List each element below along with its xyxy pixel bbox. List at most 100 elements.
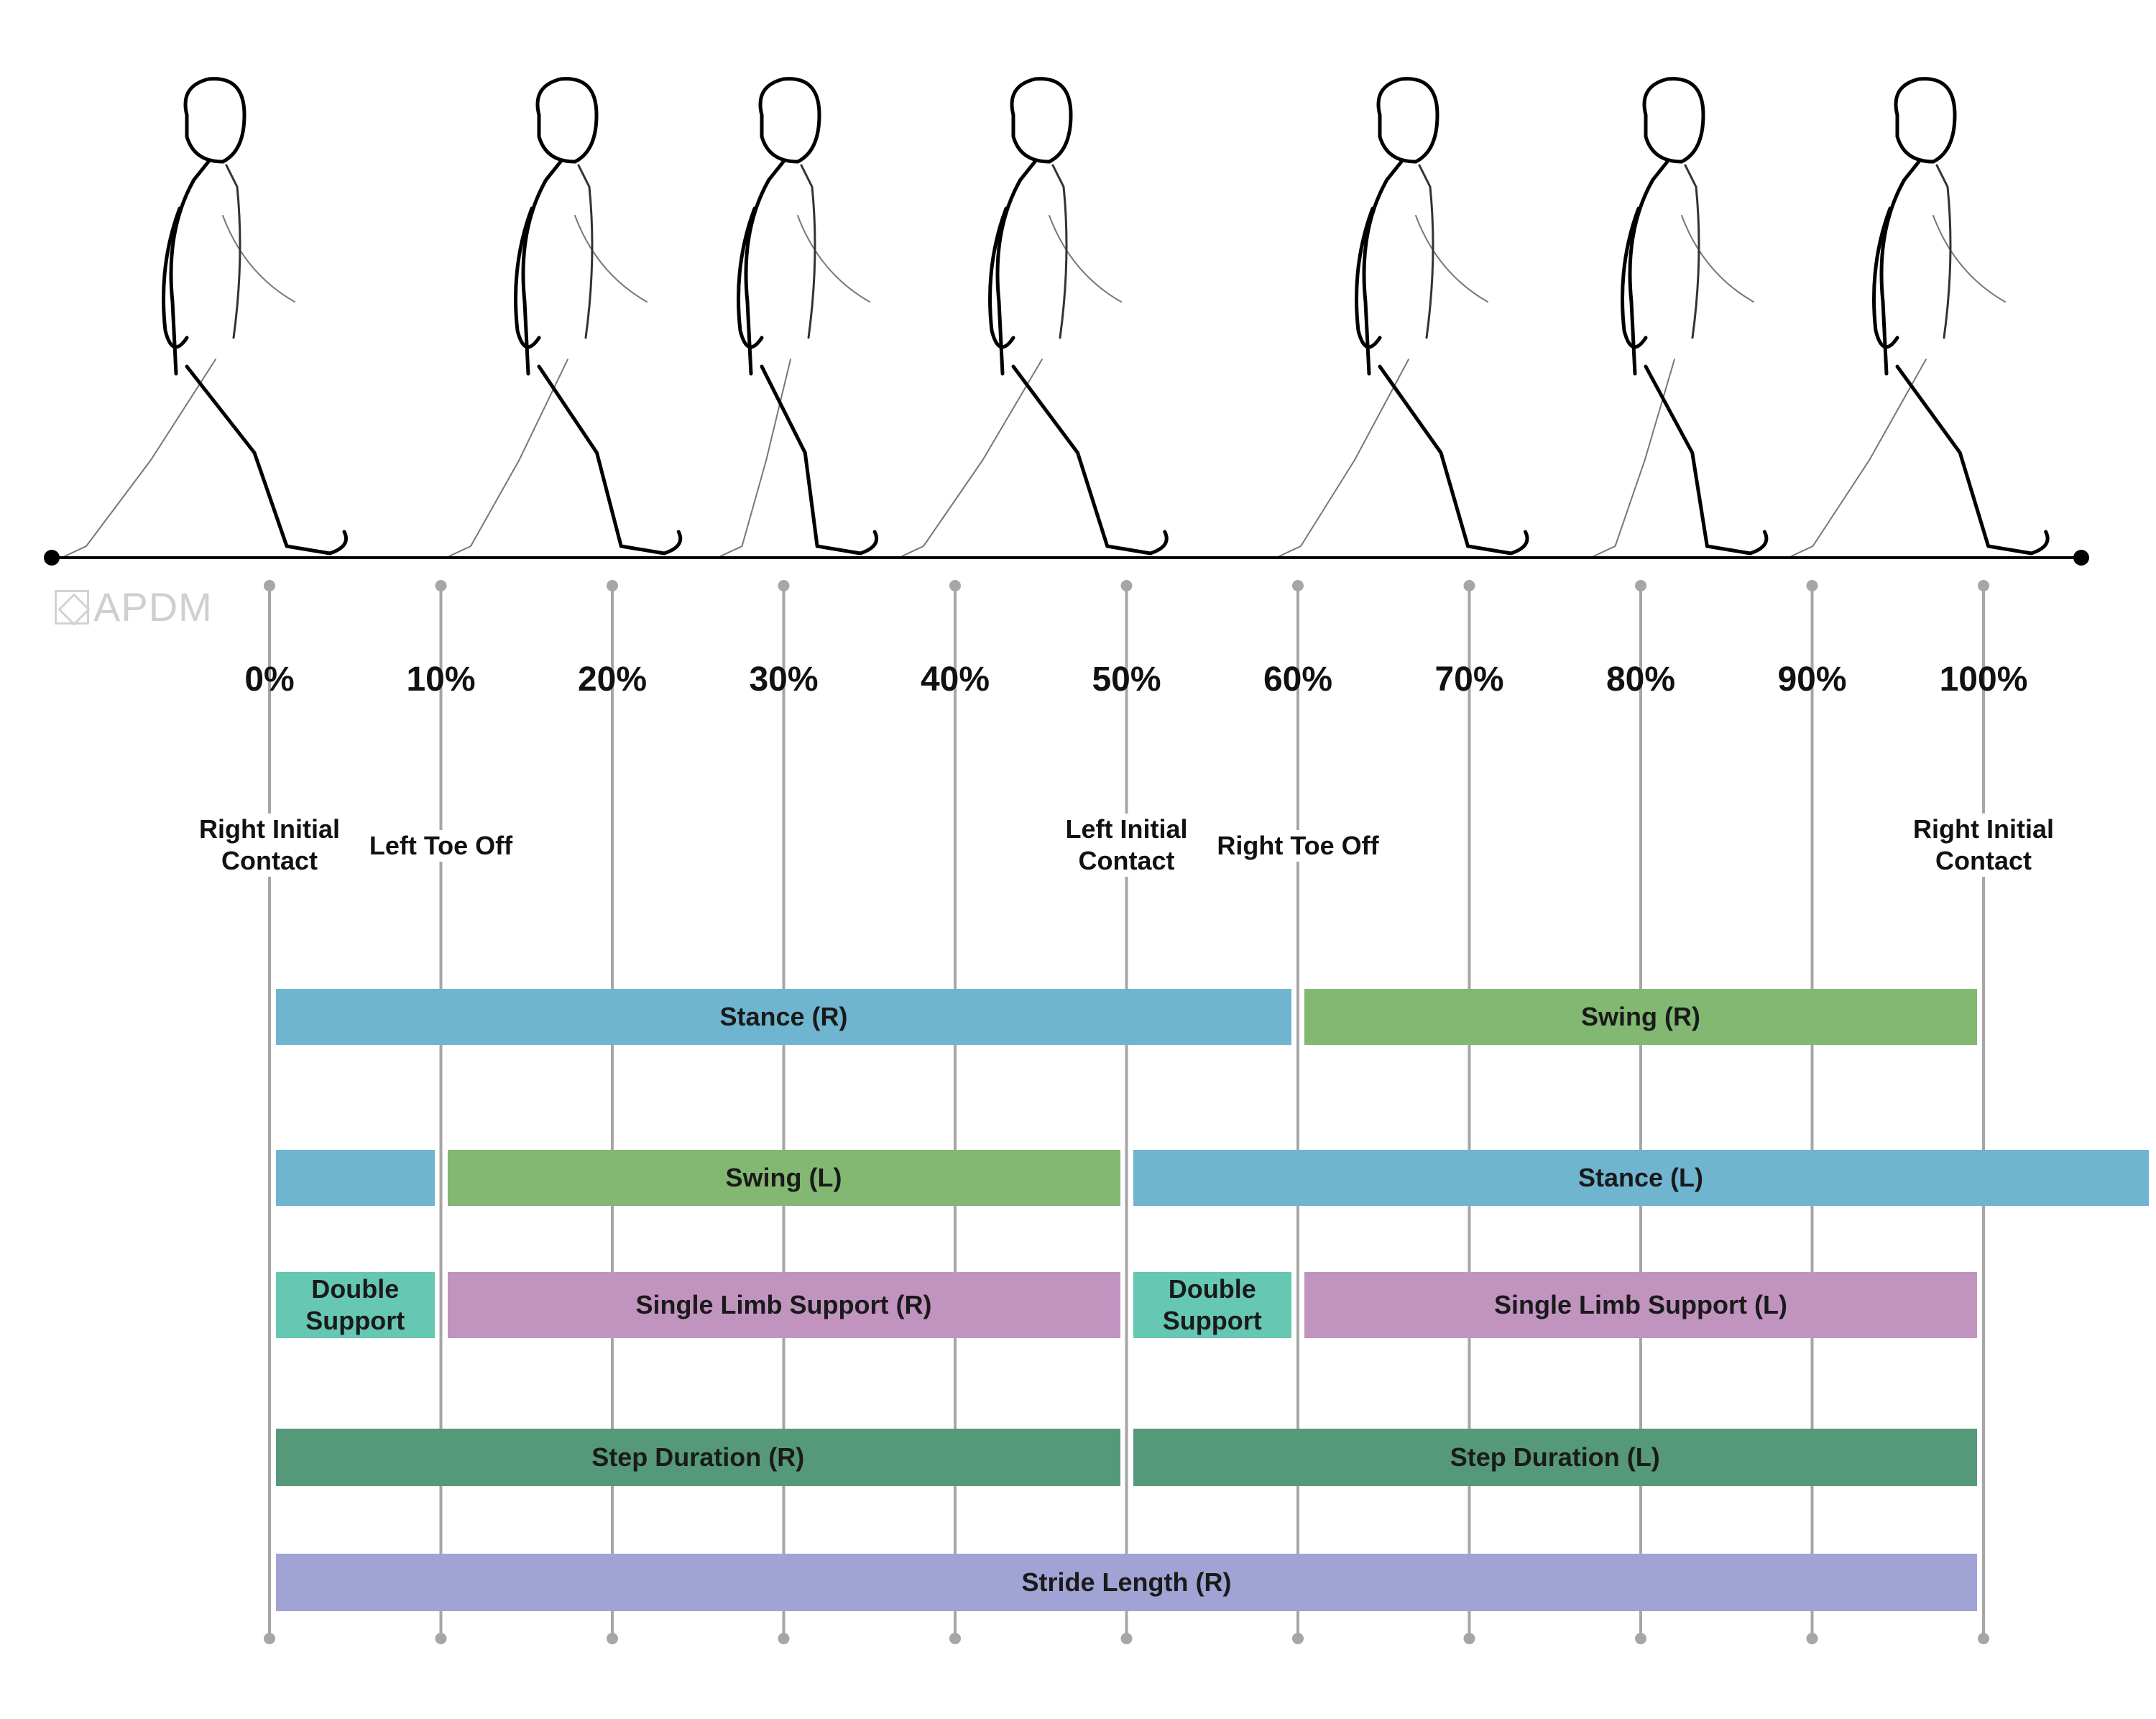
walker-outline: [744, 160, 786, 376]
bar-single-limb-support-left: Single Limb Support (L): [1304, 1272, 1977, 1338]
walker-outline: [797, 215, 870, 303]
walker-outline: [1895, 364, 2050, 556]
gridline-bottom-dot-80: [1635, 1633, 1646, 1644]
bar-label: Step Duration (L): [1450, 1442, 1660, 1472]
gridline-top-dot-100: [1978, 580, 1989, 591]
gridline-bottom-dot-100: [1978, 1633, 1989, 1644]
walker-outline: [1362, 160, 1404, 376]
gridline-bottom-dot-50: [1120, 1633, 1133, 1644]
gridline-bottom-dot-40: [949, 1633, 961, 1644]
gridline-top-dot-10: [435, 580, 447, 591]
event-label-right-toe-off: Right Toe Off: [1204, 830, 1391, 862]
bar-label: Double: [1168, 1274, 1256, 1304]
apdm-logo-text: APDM: [93, 584, 213, 630]
bar-label: Single Limb Support (R): [635, 1290, 932, 1319]
walker-outline: [1935, 164, 1952, 339]
bar-label: Support: [1162, 1306, 1262, 1335]
event-label-left-toe-off: Left Toe Off: [347, 830, 535, 862]
walker-outline: [995, 160, 1037, 376]
walker-outline: [800, 164, 816, 339]
gridline-top-dot-90: [1806, 580, 1818, 591]
event-label-line: Right Initial: [199, 814, 340, 844]
walker-outline: [1628, 160, 1669, 376]
walker-outline: [535, 77, 599, 164]
walker-outline: [64, 359, 216, 557]
walker-outline: [225, 164, 241, 339]
walker-outline: [185, 364, 348, 556]
gridline-bottom-dot-0: [264, 1633, 275, 1644]
apdm-logo-icon: [55, 589, 89, 625]
bar-step-duration-right: Step Duration (R): [276, 1429, 1120, 1486]
walker-outline: [1049, 215, 1122, 303]
walker-outline: [737, 206, 764, 349]
bar-stance-left: Stance (L): [1133, 1150, 2149, 1206]
percent-label-50: 50%: [1092, 660, 1161, 699]
walker-outline: [1872, 206, 1899, 349]
gridline-top-dot-50: [1120, 580, 1133, 591]
bar-label: Single Limb Support (L): [1494, 1290, 1787, 1319]
walker-icon: [1790, 77, 2050, 557]
walker-outline: [988, 206, 1015, 349]
walker-outline: [1879, 160, 1921, 376]
walker-outline: [1932, 215, 2006, 303]
walker-outline: [1621, 206, 1648, 349]
walker-outline: [222, 215, 295, 303]
walker-outline: [1010, 77, 1073, 164]
bar-stance-right: Stance (R): [276, 989, 1291, 1045]
walker-outline: [1894, 77, 1957, 164]
apdm-logo: APDM: [55, 584, 213, 630]
walker-outline: [1642, 77, 1705, 164]
gridline-top-dot-80: [1635, 580, 1646, 591]
walker-outline: [1378, 364, 1529, 556]
percent-label-90: 90%: [1777, 660, 1847, 699]
gridline-top-dot-30: [778, 580, 790, 591]
gridline-bottom-dot-90: [1806, 1633, 1818, 1644]
walker-outline: [1644, 364, 1769, 556]
bar-label: Support: [305, 1306, 405, 1335]
bar-swing-left: Swing (L): [447, 1150, 1120, 1206]
bar-single-limb-support-right: Single Limb Support (R): [447, 1272, 1120, 1338]
gridline-bottom-dot-70: [1463, 1633, 1475, 1644]
walker-icon: [448, 77, 683, 557]
gridline-top-dot-20: [607, 580, 618, 591]
walker-outline: [719, 359, 791, 557]
walker-outline: [758, 77, 821, 164]
gridline-bottom-dot-10: [435, 1633, 447, 1644]
walker-outline: [1355, 206, 1382, 349]
event-label-line: Right Toe Off: [1217, 831, 1379, 860]
ground-endpoint-right: [2073, 550, 2089, 566]
event-label-line: Contact: [1935, 846, 2032, 875]
walker-outline: [1790, 359, 1927, 557]
walker-outline: [183, 77, 247, 164]
walker-icon: [64, 77, 348, 557]
bar-label: Double: [311, 1274, 400, 1304]
event-label-line: Left Initial: [1065, 814, 1188, 844]
walker-outline: [162, 206, 189, 349]
event-label-line: Contact: [1078, 846, 1175, 875]
event-label-line: Right Initial: [1913, 814, 2054, 844]
percent-label-60: 60%: [1263, 660, 1333, 699]
bar-label: Stance (R): [719, 1002, 848, 1031]
percent-label-0: 0%: [244, 660, 295, 699]
walker-outline: [1279, 359, 1409, 557]
walker-icon: [719, 77, 879, 557]
bar-label: Stance (L): [1577, 1163, 1704, 1192]
gridline-top-dot-0: [264, 580, 275, 591]
bar-stance-left-early: [276, 1150, 435, 1206]
walker-outline: [577, 164, 594, 339]
walker-icon: [1279, 77, 1529, 557]
walker-outline: [169, 160, 211, 376]
walker-outline: [1051, 164, 1068, 339]
bar-label: Swing (L): [725, 1163, 842, 1192]
walker-outline: [574, 215, 648, 303]
percent-label-30: 30%: [749, 660, 819, 699]
event-label-line: Contact: [221, 846, 318, 875]
walker-outline: [901, 359, 1043, 557]
bar-label: Swing (R): [1581, 1002, 1700, 1031]
walker-outline: [537, 364, 683, 556]
walker-outline: [1684, 164, 1700, 339]
